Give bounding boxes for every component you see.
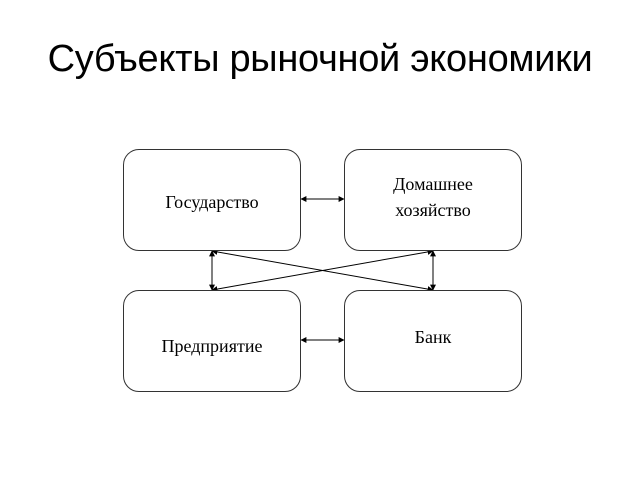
slide-title: Субъекты рыночной экономики: [47, 38, 593, 80]
node-enterprise-label: Предприятие: [161, 336, 263, 356]
node-bank: Банк: [344, 290, 522, 392]
node-state: Государство: [123, 149, 301, 251]
node-household-label: Домашнее хозяйство: [393, 174, 473, 220]
node-bank-label: Банк: [414, 327, 452, 347]
node-state-label: Государство: [165, 192, 259, 212]
arrow-household-enterprise: [211, 248, 434, 293]
node-enterprise: Предприятие: [123, 290, 301, 392]
node-household: Домашнее хозяйство: [344, 149, 522, 251]
